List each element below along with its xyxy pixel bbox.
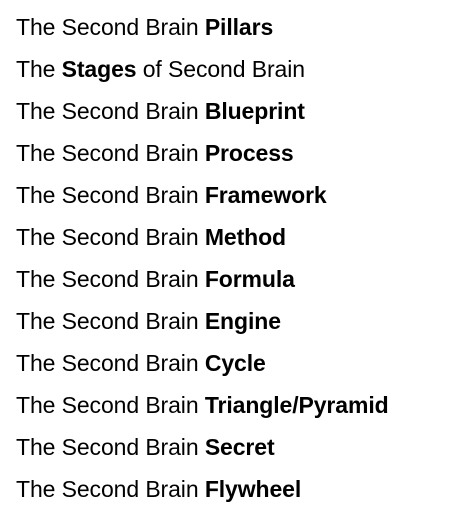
list-item: The Second Brain Framework: [16, 176, 389, 218]
list-item: The Second Brain Engine: [16, 302, 389, 344]
line-text: The Second Brain: [16, 14, 205, 40]
list-item: The Second Brain Process: [16, 134, 389, 176]
list-item: The Second Brain Secret: [16, 428, 389, 470]
line-keyword: Process: [204, 140, 294, 166]
line-keyword: Cycle: [204, 350, 266, 376]
line-keyword: Engine: [204, 308, 281, 334]
list-item: The Second Brain Method: [16, 218, 389, 260]
title-variants-list: The Second Brain Pillars The Stages of S…: [16, 8, 389, 512]
line-keyword: Method: [204, 224, 286, 250]
line-text: The Second Brain: [16, 266, 205, 292]
line-keyword: Framework: [204, 182, 327, 208]
line-keyword: Blueprint: [204, 98, 305, 124]
line-text: The Second Brain: [16, 182, 205, 208]
line-text: The Second Brain: [16, 476, 205, 502]
list-item: The Second Brain Flywheel: [16, 470, 389, 512]
list-item: The Stages of Second Brain: [16, 50, 389, 92]
list-item: The Second Brain Pillars: [16, 8, 389, 50]
list-item: The Second Brain Formula: [16, 260, 389, 302]
list-item: The Second Brain Blueprint: [16, 92, 389, 134]
line-keyword: Stages: [61, 56, 137, 82]
line-keyword: Pillars: [204, 14, 274, 40]
line-text: The Second Brain: [16, 98, 205, 124]
line-keyword: Flywheel: [204, 476, 302, 502]
line-text: The Second Brain: [16, 224, 205, 250]
list-item: The Second Brain Cycle: [16, 344, 389, 386]
line-text: The Second Brain: [16, 434, 205, 460]
line-text: The Second Brain: [16, 140, 205, 166]
line-text: The: [16, 56, 62, 82]
line-keyword: Formula: [204, 266, 295, 292]
line-keyword: Triangle/Pyramid: [204, 392, 389, 418]
line-keyword: Secret: [204, 434, 275, 460]
list-item: The Second Brain Triangle/Pyramid: [16, 386, 389, 428]
line-suffix: of Second Brain: [136, 56, 305, 82]
line-text: The Second Brain: [16, 392, 205, 418]
line-text: The Second Brain: [16, 308, 205, 334]
line-text: The Second Brain: [16, 350, 205, 376]
